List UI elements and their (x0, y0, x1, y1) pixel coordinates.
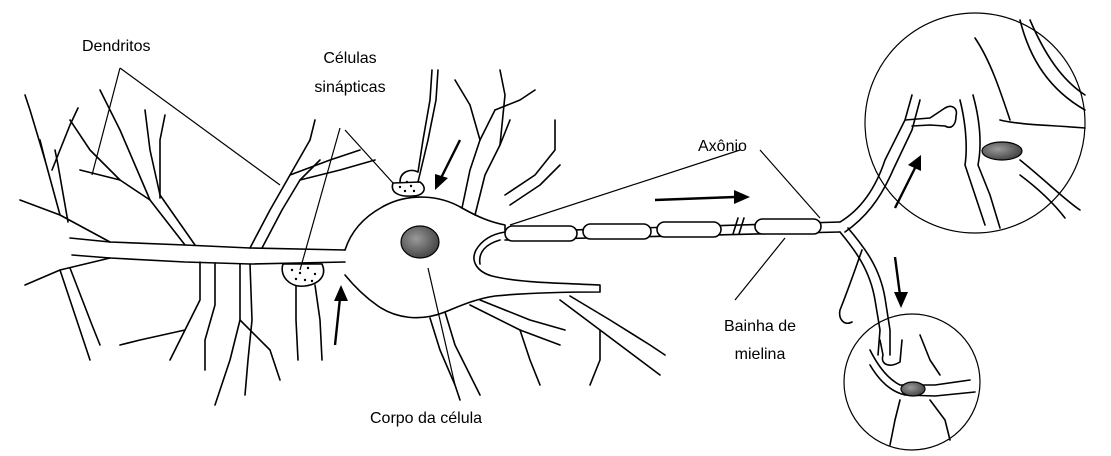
arrow-icon (894, 257, 908, 308)
leader-dendritos-2 (120, 68, 280, 185)
myelin-segment (505, 226, 577, 241)
leader-bainha (735, 238, 785, 300)
label-bainha-line1: Bainha de (700, 316, 820, 338)
arrow-icon (655, 190, 750, 204)
nucleus-magnified (982, 142, 1022, 160)
label-axonio: Axônio (698, 136, 747, 158)
label-bainha-line2: mielina (700, 344, 820, 366)
leader-celulas-2 (345, 130, 393, 183)
myelin-segment (583, 224, 651, 239)
leader-axonio-1 (510, 150, 740, 225)
leader-axonio-2 (760, 150, 820, 218)
cell-body (345, 197, 600, 318)
label-corpo-da-celula: Corpo da célula (370, 408, 482, 430)
label-celulas-line1: Células (290, 48, 410, 70)
arrow-icon (334, 285, 348, 345)
synapse-bottom (282, 264, 323, 360)
label-dendritos: Dendritos (82, 36, 150, 58)
arrow-icon (895, 155, 921, 208)
myelin-segment (657, 222, 721, 237)
nucleus-magnified (901, 382, 925, 396)
arrow-icon (435, 140, 460, 190)
nucleus (401, 226, 439, 258)
magnified-synapse-bottom (844, 314, 980, 450)
myelin-segment (755, 219, 821, 234)
label-celulas-line2: sinápticas (290, 77, 410, 99)
